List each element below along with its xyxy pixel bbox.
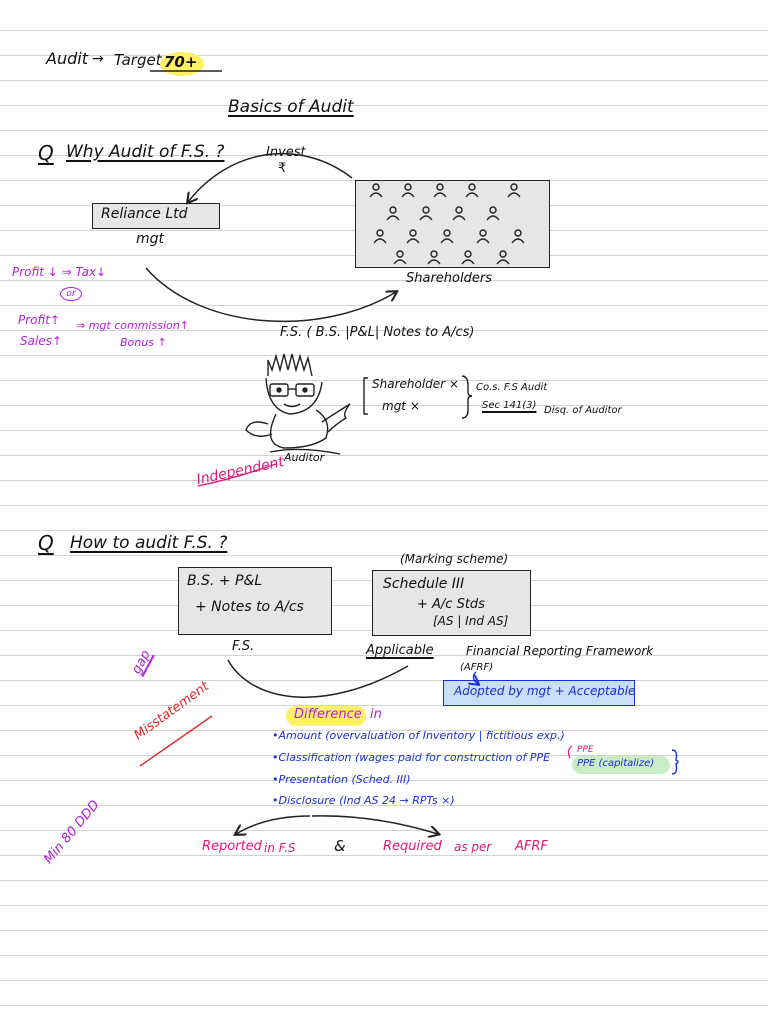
person-icon bbox=[427, 250, 441, 265]
ppe-bracket-icon bbox=[567, 745, 573, 759]
q2-question: How to audit F.S. ? bbox=[70, 533, 228, 553]
invest-label: Invest bbox=[266, 145, 306, 160]
fs-arrow bbox=[145, 267, 396, 323]
sales-up-note: Sales↑ bbox=[20, 334, 62, 348]
right-brace-icon bbox=[461, 375, 473, 419]
schedule-line3: [AS | Ind AS] bbox=[433, 614, 509, 628]
adopted-text: Adopted by mgt + Acceptable bbox=[454, 684, 636, 698]
q1-question: Why Audit of F.S. ? bbox=[66, 142, 225, 162]
applicable-label: Applicable bbox=[366, 643, 434, 658]
shareholder-icons bbox=[369, 183, 525, 265]
required-arrow bbox=[311, 815, 438, 834]
person-icon bbox=[461, 250, 475, 265]
company-name: Reliance Ltd bbox=[101, 206, 188, 222]
bullet-presentation: •Presentation (Sched. III) bbox=[272, 773, 411, 786]
ppe-capitalize-note: PPE (capitalize) bbox=[577, 758, 655, 769]
audit-label: Audit bbox=[46, 49, 88, 68]
difference-in-label: in bbox=[370, 707, 382, 722]
commission-note: ⇒ mgt commission↑ bbox=[76, 319, 189, 332]
required-label: Required bbox=[383, 839, 442, 854]
person-icon bbox=[476, 229, 490, 244]
company-box: Reliance Ltd bbox=[92, 203, 220, 229]
misstatement-underline bbox=[139, 715, 213, 767]
rupee-symbol: ₹ bbox=[278, 161, 287, 176]
adopted-box: Adopted by mgt + Acceptable bbox=[443, 680, 635, 706]
person-icon bbox=[511, 229, 525, 244]
person-icon bbox=[406, 229, 420, 244]
marking-scheme-label: (Marking scheme) bbox=[400, 552, 509, 566]
section-ref: Sec 141(3) bbox=[482, 400, 537, 411]
person-icon bbox=[452, 206, 466, 221]
afrf-arrow-icon bbox=[473, 671, 478, 684]
bonus-note: Bonus ↑ bbox=[120, 336, 167, 349]
person-icon bbox=[369, 183, 383, 198]
person-icon bbox=[419, 206, 433, 221]
in-fs-label: in F.S bbox=[264, 841, 296, 855]
fs-components-label: F.S. ( B.S. |P&L| Notes to A/cs) bbox=[280, 325, 475, 340]
target-highlight bbox=[160, 52, 204, 76]
as-per-label: as per bbox=[454, 840, 492, 854]
ppe-highlight bbox=[572, 756, 670, 774]
person-icon bbox=[393, 250, 407, 265]
person-icon bbox=[386, 206, 400, 221]
person-icon bbox=[440, 229, 454, 244]
person-icon bbox=[373, 229, 387, 244]
person-icon bbox=[401, 183, 415, 198]
difference-highlight bbox=[286, 706, 366, 726]
schedule-line1: Schedule III bbox=[383, 576, 465, 592]
profit-tax-note: Profit ↓ ⇒ Tax↓ bbox=[12, 265, 107, 279]
shareholder-x-note: Shareholder × bbox=[372, 377, 459, 391]
auditor-cartoon-icon bbox=[245, 353, 351, 455]
page-title: Basics of Audit bbox=[228, 97, 354, 117]
difference-label: Difference bbox=[294, 707, 362, 722]
independent-underline bbox=[197, 463, 277, 487]
ampersand-label: & bbox=[334, 837, 346, 855]
fs-box-line1: B.S. + P&L bbox=[187, 573, 263, 589]
disq-note: Disq. of Auditor bbox=[544, 405, 622, 416]
person-icon bbox=[507, 183, 521, 198]
or-label: or bbox=[60, 287, 82, 301]
ppe-small-note: PPE bbox=[577, 745, 594, 755]
target-value: 70+ bbox=[164, 53, 198, 71]
bullet-disclosure: •Disclosure (Ind AS 24 → RPTs ×) bbox=[272, 794, 455, 807]
fs-label: F.S. bbox=[232, 639, 255, 654]
bullet-classification: •Classification (wages paid for construc… bbox=[272, 751, 551, 764]
mgt-x-note: mgt × bbox=[382, 399, 420, 413]
left-bracket-icon bbox=[363, 377, 368, 415]
ppe-brace-icon bbox=[671, 749, 679, 775]
target-label: Target bbox=[114, 51, 162, 69]
fs-box-line2: + Notes to A/cs bbox=[195, 599, 304, 615]
person-icon bbox=[465, 183, 479, 198]
q2-prefix: Q bbox=[38, 531, 54, 555]
fs-box: B.S. + P&L + Notes to A/cs bbox=[178, 567, 332, 635]
gap-arc bbox=[227, 659, 409, 698]
mgt-label: mgt bbox=[136, 231, 165, 247]
person-icon bbox=[433, 183, 447, 198]
bullet-amount: •Amount (overvaluation of Inventory | fi… bbox=[272, 729, 565, 742]
person-icon bbox=[486, 206, 500, 221]
afrf-end-label: AFRF bbox=[515, 839, 548, 854]
frf-label: Financial Reporting Framework bbox=[466, 644, 654, 658]
schedule-line2: + A/c Stds bbox=[417, 597, 485, 612]
profit-up-note: Profit↑ bbox=[18, 313, 61, 327]
arrow-label: → bbox=[92, 51, 104, 67]
person-icon bbox=[496, 250, 510, 265]
auditor-label: Auditor bbox=[284, 451, 325, 464]
afrf-label: (AFRF) bbox=[460, 662, 494, 673]
invest-arrow bbox=[188, 152, 353, 202]
schedule-box: Schedule III + A/c Stds [AS | Ind AS] bbox=[372, 570, 531, 636]
shareholders-label: Shareholders bbox=[406, 271, 492, 286]
reported-label: Reported bbox=[202, 839, 262, 854]
reported-arrow bbox=[236, 815, 311, 834]
q1-prefix: Q bbox=[38, 141, 54, 165]
cos-audit-note: Co.s. F.S Audit bbox=[476, 382, 548, 393]
